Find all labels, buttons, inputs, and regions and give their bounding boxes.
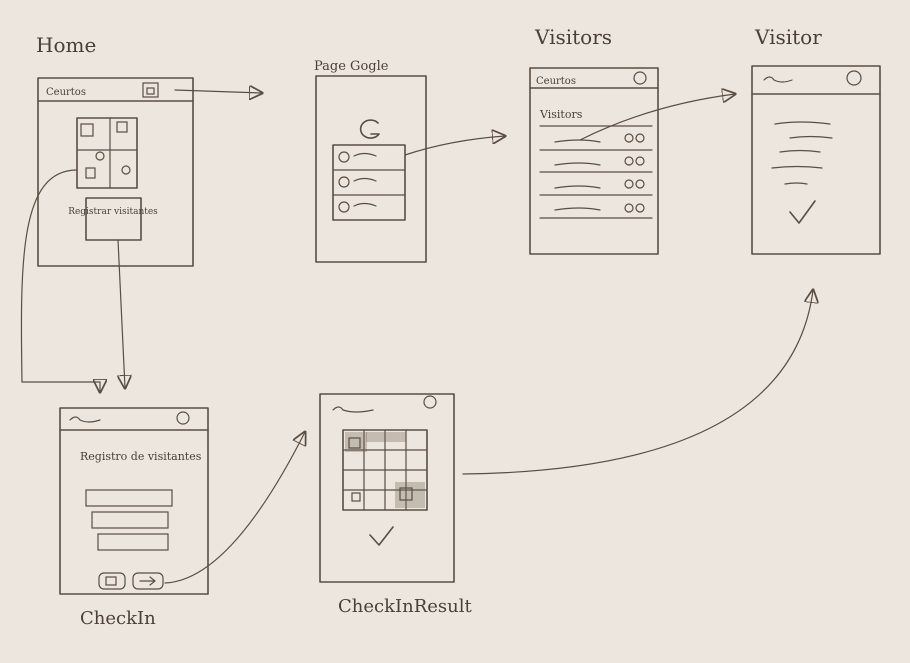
check-in-screen: Registro de visitantes CheckIn <box>59 407 209 629</box>
check-in-form-label: Registro de visitantes <box>80 450 202 463</box>
arrow-checkin-to-result <box>164 432 305 584</box>
check-in-header-text <box>69 416 101 423</box>
flow-arrows <box>20 90 813 584</box>
page-google-frame <box>315 75 427 263</box>
home-register-visitors-button[interactable]: Registrar visitantes <box>68 197 158 241</box>
check-in-result-header-text <box>332 406 374 413</box>
check-in-result-avatar-icon[interactable] <box>423 395 437 409</box>
home-header-text: Ceurtos <box>46 87 86 98</box>
visitor-detail-check-icon <box>789 200 816 224</box>
check-in-avatar-icon[interactable] <box>176 411 190 425</box>
arrow-visitors-to-visitor <box>579 94 735 141</box>
page-google-screen: Page Gogle <box>314 59 427 263</box>
check-in-result-grid <box>342 429 428 511</box>
home-frame <box>37 77 194 267</box>
arrow-result-to-visitor <box>462 290 813 475</box>
visitors-list-avatar-icon[interactable] <box>633 71 647 85</box>
visitors-list-frame <box>529 67 659 255</box>
arrow-google-to-visitors <box>404 136 505 156</box>
home-register-visitors-label: Registrar visitantes <box>68 207 158 217</box>
google-logo-icon <box>359 119 380 139</box>
home-screen: Home Ceurtos Registrar visitantes <box>36 33 194 267</box>
home-checkin-grid-card[interactable] <box>76 117 138 189</box>
home-title: Home <box>36 33 96 57</box>
visitors-list-header-text: Ceurtos <box>536 76 576 87</box>
check-in-field-1[interactable] <box>85 489 173 507</box>
arrow-home-to-google <box>174 90 262 93</box>
home-account-icon[interactable] <box>142 82 159 98</box>
visitor-detail-avatar-icon[interactable] <box>846 70 862 86</box>
check-in-title: CheckIn <box>80 608 156 629</box>
check-in-result-frame <box>319 393 455 583</box>
check-in-field-3[interactable] <box>97 533 169 551</box>
visitor-detail-frame <box>751 65 881 255</box>
arrow-home-grid-to-checkin <box>20 169 100 392</box>
visitor-detail-header-text <box>763 76 793 83</box>
page-google-title: Page Gogle <box>314 59 389 74</box>
check-in-submit-button[interactable] <box>132 572 164 590</box>
check-in-scan-button[interactable] <box>98 572 126 590</box>
visitors-list-title: Visitors <box>534 25 612 49</box>
google-account-list[interactable] <box>332 144 406 221</box>
check-in-result-screen: CheckInResult <box>319 393 473 617</box>
arrow-home-to-checkin <box>118 239 125 388</box>
visitors-list-screen: Visitors Ceurtos Visitors <box>529 25 659 255</box>
check-in-result-check-icon <box>369 526 394 546</box>
visitor-detail-title: Visitor <box>754 25 822 49</box>
visitor-detail-screen: Visitor <box>751 25 881 255</box>
visitor-detail-fields <box>771 121 833 185</box>
visitors-list-rows[interactable] <box>539 125 653 219</box>
visitors-list-section-label: Visitors <box>539 108 583 121</box>
check-in-field-2[interactable] <box>91 511 169 529</box>
check-in-frame <box>59 407 209 595</box>
visitor-row-actions-icon <box>624 133 645 213</box>
check-in-result-title: CheckInResult <box>338 596 473 617</box>
